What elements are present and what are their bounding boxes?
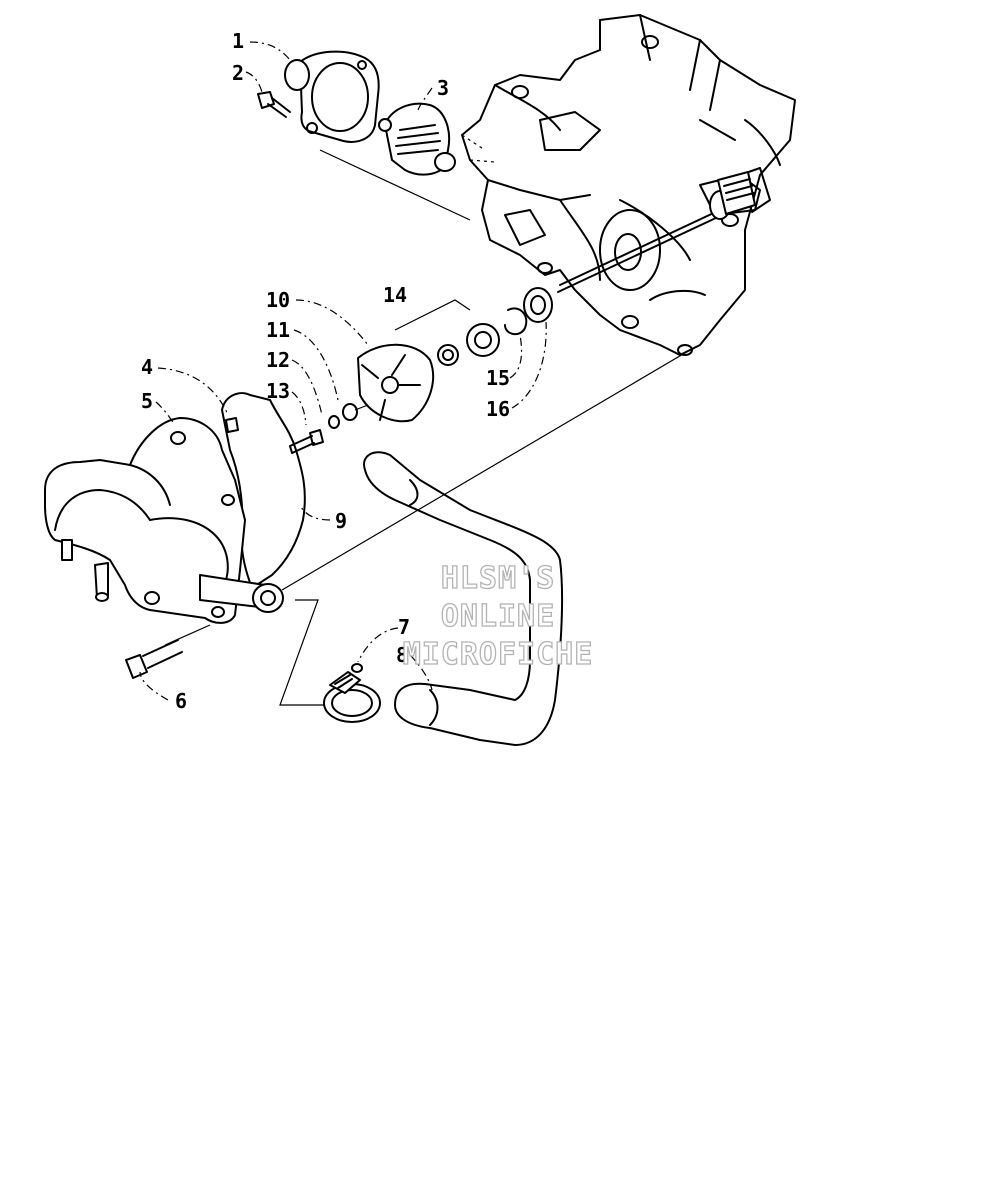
callout-labels: 1 2 3 4 5 6 7 8 9 10 11 12 13 14 15 16 bbox=[141, 29, 510, 713]
callout-7: 7 bbox=[398, 615, 410, 639]
hose-clamp bbox=[323, 663, 381, 723]
callout-8: 8 bbox=[396, 643, 408, 667]
impeller bbox=[357, 343, 435, 423]
bolt-13 bbox=[289, 429, 324, 454]
watermark-line-1: HLSM'S bbox=[441, 561, 555, 596]
pump-shaft bbox=[319, 149, 756, 293]
callout-1: 1 bbox=[232, 29, 244, 53]
callout-12: 12 bbox=[266, 348, 290, 372]
callout-9: 9 bbox=[335, 509, 347, 533]
callout-5: 5 bbox=[141, 389, 153, 413]
thermostat-housing bbox=[284, 50, 380, 143]
bearing bbox=[523, 287, 553, 323]
watermark: HLSM'S ONLINE MICROFICHE bbox=[402, 560, 594, 672]
coolant-hose bbox=[363, 451, 564, 746]
assembly-lines bbox=[164, 349, 691, 706]
callout-13: 13 bbox=[266, 379, 290, 403]
callout-4: 4 bbox=[141, 355, 153, 379]
dowel-pin bbox=[225, 417, 239, 433]
washer-11 bbox=[342, 403, 358, 421]
watermark-line-3: MICROFICHE bbox=[403, 637, 594, 672]
engine-crankcase bbox=[461, 14, 796, 356]
watermark-line-2: ONLINE bbox=[441, 599, 555, 634]
bolt-part-2 bbox=[257, 91, 291, 118]
leader-lines bbox=[139, 41, 547, 701]
snap-ring bbox=[504, 307, 528, 336]
cover-bolt bbox=[125, 639, 183, 679]
bracket-14 bbox=[394, 299, 471, 331]
water-pump-cover bbox=[44, 417, 284, 624]
callout-6: 6 bbox=[175, 689, 187, 713]
callout-10: 10 bbox=[266, 288, 290, 312]
mechanical-seal-set bbox=[437, 323, 500, 366]
thermostat bbox=[378, 102, 456, 176]
callout-2: 2 bbox=[232, 61, 244, 85]
callout-11: 11 bbox=[266, 318, 290, 342]
callout-3: 3 bbox=[437, 76, 449, 100]
callout-16: 16 bbox=[486, 397, 510, 421]
callout-14: 14 bbox=[383, 283, 407, 307]
callout-15: 15 bbox=[486, 366, 510, 390]
washer-12 bbox=[328, 415, 340, 429]
